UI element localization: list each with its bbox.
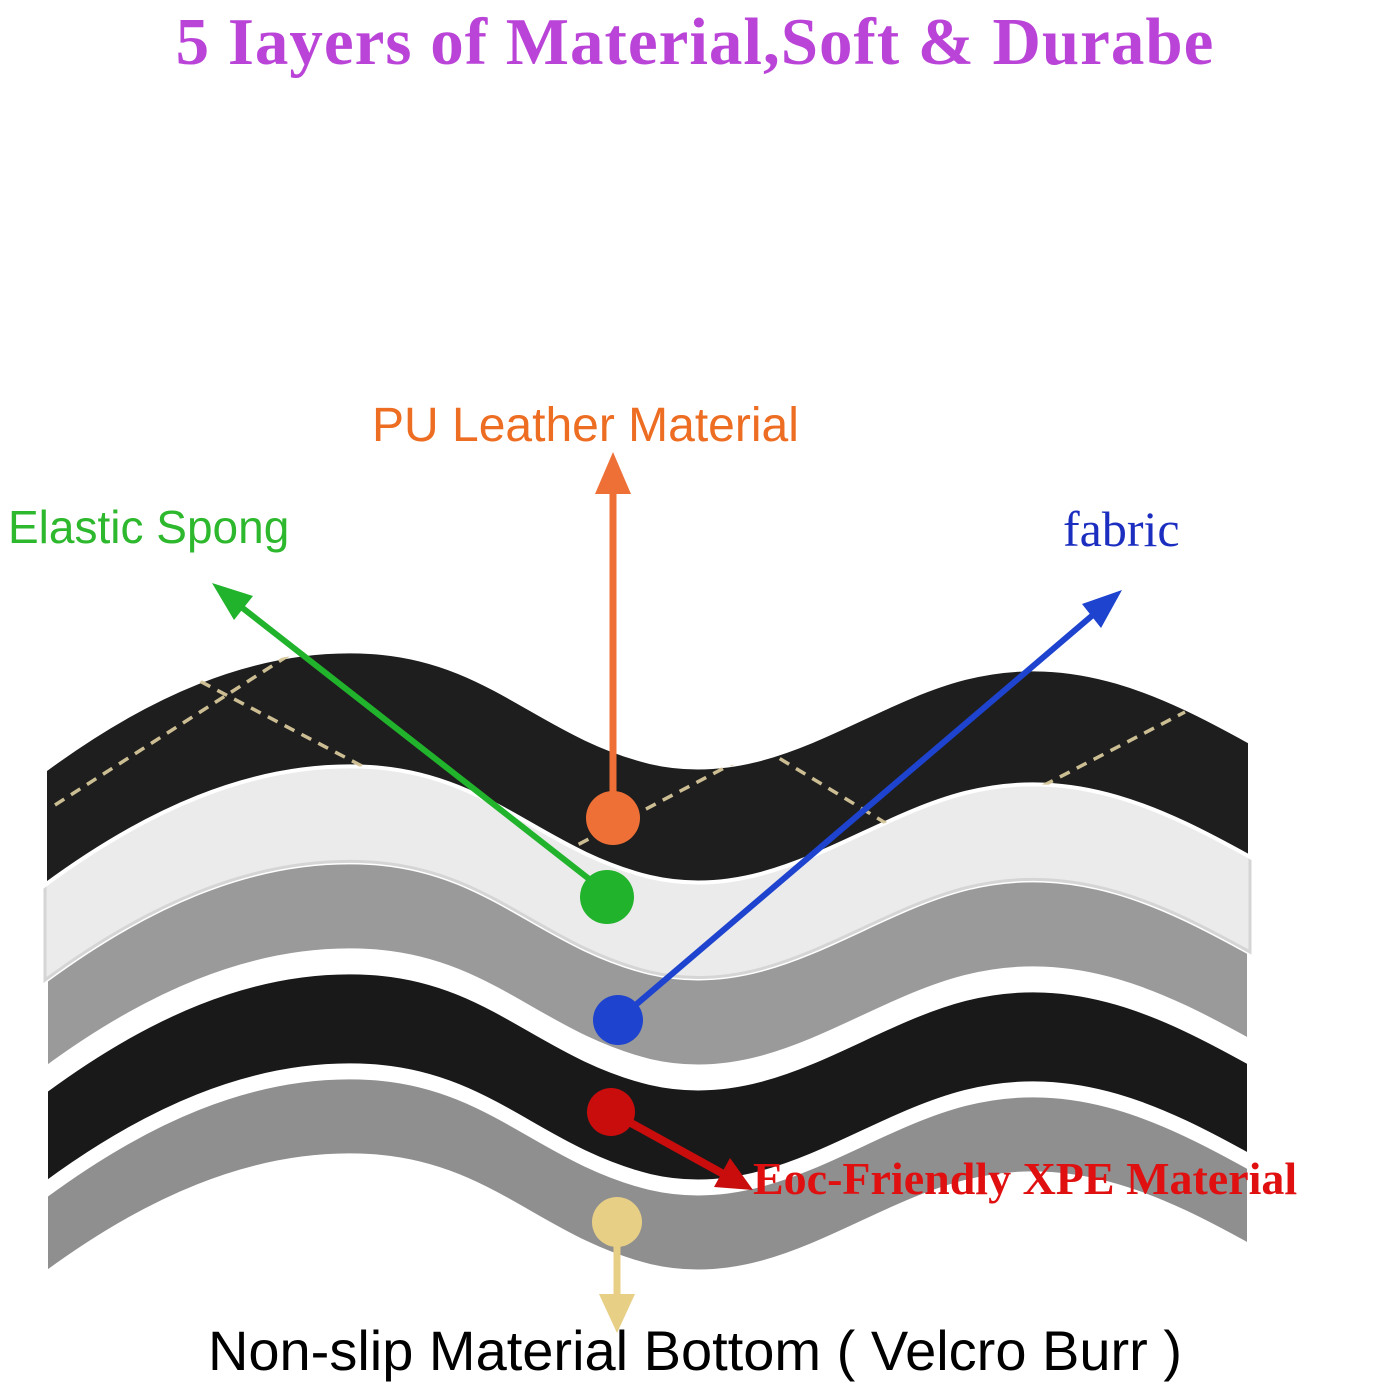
fabric-pointer	[593, 590, 1122, 1045]
xpe-dot	[587, 1088, 635, 1136]
xpe-layer	[42, 968, 1253, 1191]
pu-leather-dot	[586, 791, 640, 845]
fabric-arrow-line	[616, 611, 1096, 1023]
elastic-sponge-label: Elastic Spong	[8, 501, 290, 553]
pu-leather-label: PU Leather Material	[372, 399, 799, 452]
bottom-pointer	[592, 1197, 642, 1333]
bottom-dot	[592, 1197, 642, 1247]
non-slip-bottom-label: Non-slip Material Bottom ( Velcro Burr )	[207, 1319, 1183, 1382]
xpe-arrowhead	[714, 1158, 753, 1190]
pu-leather-arrowhead	[595, 452, 631, 494]
pu-leather-pointer	[586, 452, 640, 845]
xpe-material-label: Eoc-Friendly XPE Material	[753, 1153, 1298, 1204]
elastic-sponge-arrow-line	[238, 603, 609, 896]
elastic-sponge-pointer	[212, 583, 634, 924]
bottom-layer	[42, 1073, 1253, 1281]
fabric-label: fabric	[1063, 501, 1180, 557]
leather-layer	[43, 649, 1252, 889]
fabric-dot	[593, 995, 643, 1045]
fabric-arrowhead	[1082, 590, 1122, 628]
page-title: 5 Iayers of Material,Soft & Durabe	[175, 5, 1215, 79]
bottom-arrowhead	[599, 1294, 635, 1333]
xpe-pointer	[587, 1088, 753, 1190]
elastic-sponge-dot	[580, 870, 634, 924]
elastic-sponge-arrowhead	[212, 583, 253, 620]
